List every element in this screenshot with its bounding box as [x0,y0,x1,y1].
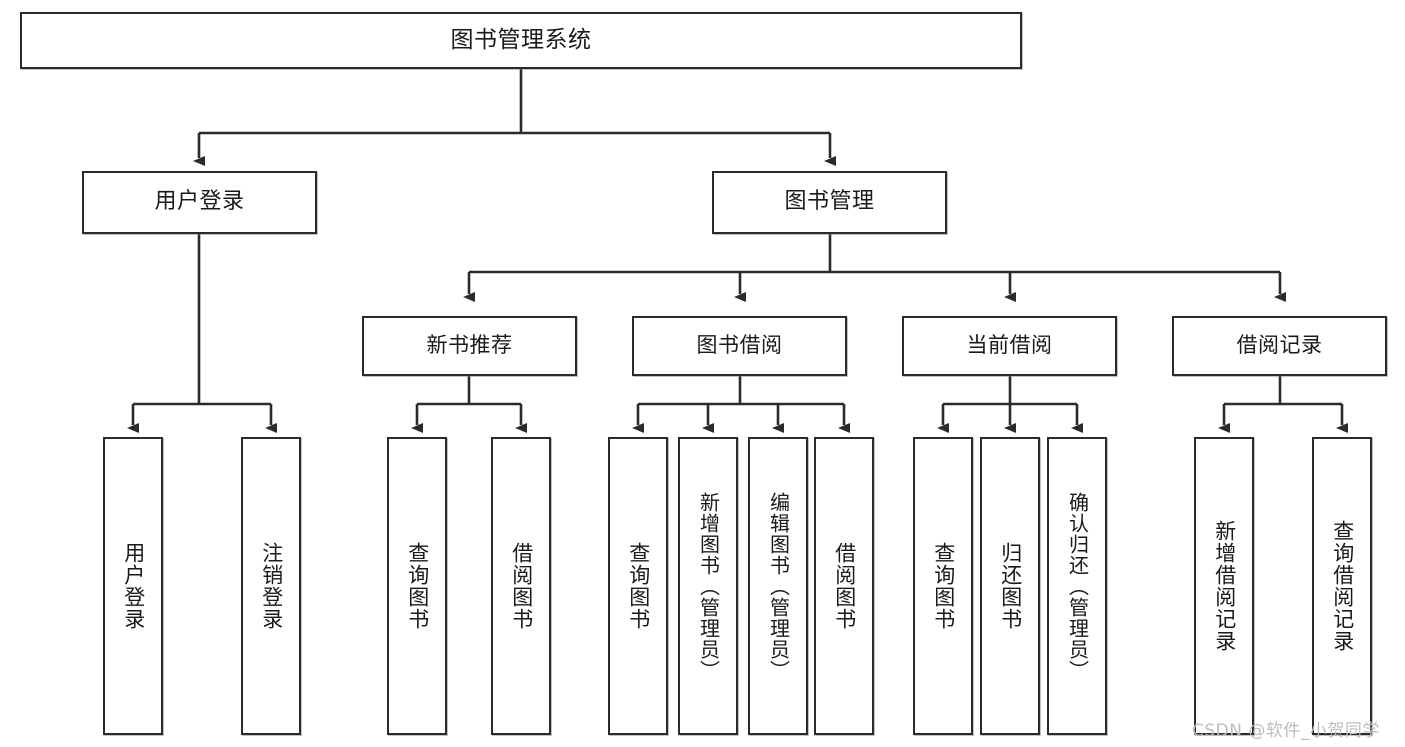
leaf-return-book[interactable]: 归还图书 [980,437,1040,735]
node-label: 新增图书（管理员） [696,491,721,681]
node-label: 借阅图书 [509,542,534,630]
node-label: 新书推荐 [426,333,513,358]
node-label: 归还图书 [998,542,1023,630]
leaf-query-book-borrow[interactable]: 查询图书 [608,437,668,735]
leaf-borrow-book[interactable]: 借阅图书 [814,437,874,735]
leaf-query-book-current[interactable]: 查询图书 [913,437,973,735]
node-label: 当前借阅 [966,333,1053,358]
node-label: 用户登录 [154,189,245,215]
csdn-watermark: CSDN @软件_小贺同学 [1192,721,1380,741]
node-label: 图书管理 [784,189,875,215]
node-label: 查询图书 [931,542,956,630]
leaf-edit-book-admin[interactable]: 编辑图书（管理员） [748,437,808,735]
leaf-confirm-return-admin[interactable]: 确认归还（管理员） [1047,437,1107,735]
node-label: 编辑图书（管理员） [766,491,791,681]
node-label: 确认归还（管理员） [1065,491,1090,681]
node-label: 查询借阅记录 [1330,520,1355,652]
leaf-query-borrow-record[interactable]: 查询借阅记录 [1312,437,1372,735]
node-current-borrow[interactable]: 当前借阅 [902,316,1117,376]
leaf-add-borrow-record[interactable]: 新增借阅记录 [1194,437,1254,735]
node-label: 注销登录 [259,542,284,630]
node-label: 图书管理系统 [450,27,592,54]
node-label: 查询图书 [626,542,651,630]
node-label: 借阅记录 [1236,333,1323,358]
leaf-logout-login[interactable]: 注销登录 [241,437,301,735]
node-label: 查询图书 [405,542,430,630]
node-root-book-management-system[interactable]: 图书管理系统 [20,12,1022,69]
leaf-user-login[interactable]: 用户登录 [103,437,163,735]
node-borrow-record[interactable]: 借阅记录 [1172,316,1387,376]
node-label: 新增借阅记录 [1212,520,1237,652]
node-label: 借阅图书 [832,542,857,630]
node-book-management[interactable]: 图书管理 [712,171,947,234]
node-label: 图书借阅 [696,333,783,358]
leaf-borrow-book-recommend[interactable]: 借阅图书 [491,437,551,735]
node-label: 用户登录 [121,542,146,630]
leaf-add-book-admin[interactable]: 新增图书（管理员） [678,437,738,735]
leaf-query-book-recommend[interactable]: 查询图书 [387,437,447,735]
node-book-borrow[interactable]: 图书借阅 [632,316,847,376]
node-new-book-recommend[interactable]: 新书推荐 [362,316,577,376]
node-user-login[interactable]: 用户登录 [82,171,317,234]
